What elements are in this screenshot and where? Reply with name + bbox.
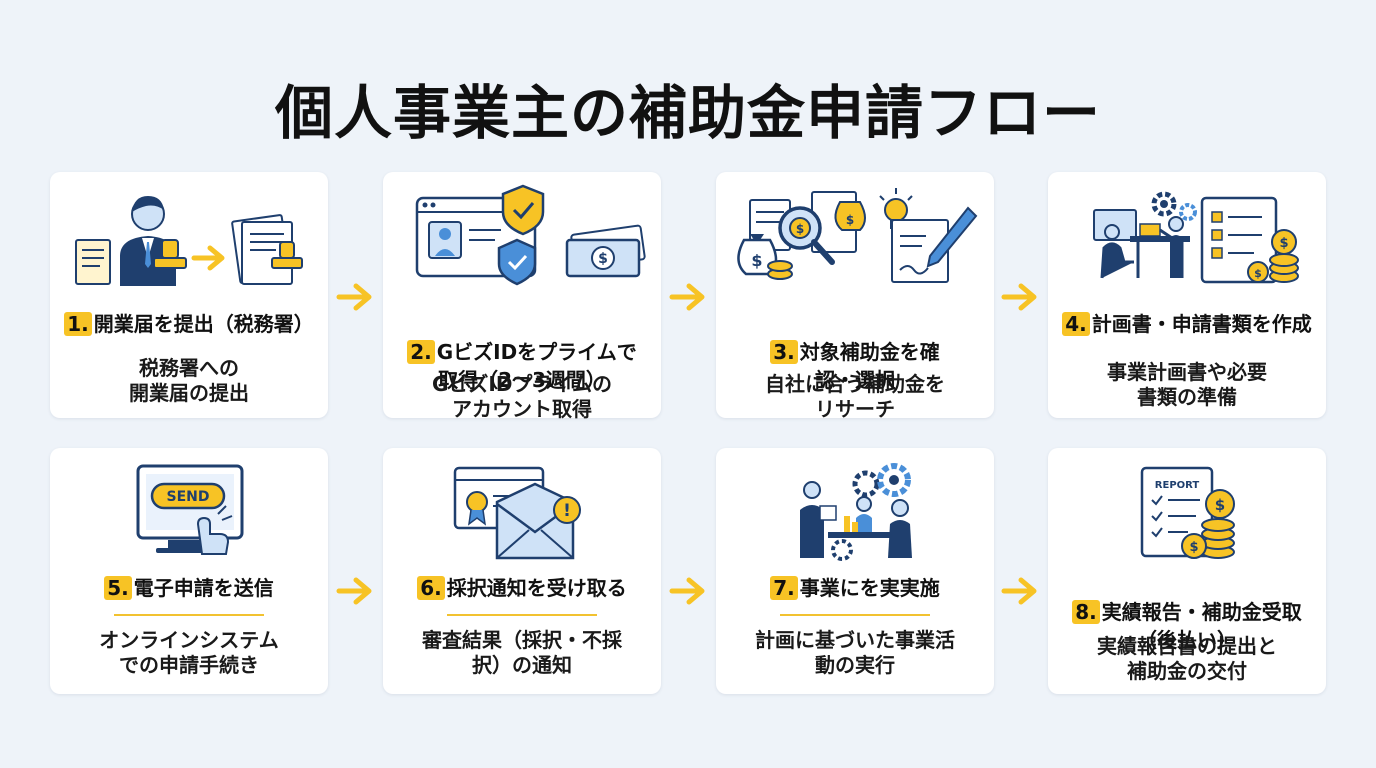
electronic-submission-illustration: SEND [136,464,244,555]
shield-check-icon [501,184,545,236]
stamp-icon [153,239,187,269]
step-number: 3. [770,340,798,364]
money-bag-icon: $ [834,201,866,231]
document-preparation-illustration: $ $ [1093,191,1299,284]
step-title: 事業にを実実施 [799,576,940,600]
step-number: 6. [417,576,445,600]
flow-arrow-icon [1001,577,1037,605]
flow-arrow-icon [336,283,372,311]
step-description: GビズIDプライムの アカウント取得 [431,372,613,421]
svg-text:!: ! [563,501,571,521]
step-number: 7. [770,576,798,600]
contract-pen-icon [891,206,978,283]
step-card-4: $ $ 4.計画書・申請書類を作成 事業計画書や必要 書類の準備 [1048,172,1326,418]
svg-text:$: $ [796,222,804,236]
gbiz-id-illustration: $ [415,184,646,286]
step-heading: 8.実績報告・補助金受取 （後払い） [1056,570,1318,654]
step-heading: 5.電子申請を送信 [58,574,320,602]
svg-text:$: $ [1215,496,1225,514]
step-card-1: 1.開業届を提出（税務署） 税務署への 開業届の提出 [50,172,328,418]
heading-underline [114,614,264,616]
coin-stack-icon: $ $ [1247,229,1299,283]
report-payment-illustration: REPORT $ $ [1140,466,1235,559]
approval-notice-illustration: ! [453,466,581,560]
svg-text:SEND: SEND [167,489,210,505]
step-number: 5. [104,576,132,600]
svg-text:REPORT: REPORT [1155,480,1200,491]
step-card-7: 7.事業にを実実施 計画に基づいた事業活 動の実行 [716,448,994,694]
flow-arrow-icon [669,577,705,605]
coin-stack-icon: $ $ [1181,489,1235,559]
gear-icon [1151,191,1197,221]
magnifier-icon: $ [778,206,835,265]
svg-text:$: $ [1279,236,1288,251]
step-title: GビズIDをプライムで 取得（2〜3週間） [436,340,637,392]
svg-text:$: $ [1254,267,1262,280]
step-card-3: $ $ $ 3.対象補 [716,172,994,421]
step-heading: 4.計画書・申請書類を作成 [1056,310,1318,338]
step-title: 電子申請を送信 [133,576,274,600]
subsidy-research-illustration: $ $ $ [737,188,978,283]
heading-underline [447,614,597,616]
step-heading: 7.事業にを実実施 [724,574,986,602]
step-description: 税務署への 開業届の提出 [129,356,249,405]
svg-text:$: $ [598,251,608,267]
svg-text:$: $ [751,251,762,270]
cash-icon: $ [565,224,646,278]
arrow-right-icon [191,245,225,271]
alert-icon: ! [553,496,581,524]
step-card-5: SEND 5.電子申請を送信 オンラインシステム での申請手続き [50,448,328,694]
step-heading: 3.対象補助金を確 認・選択 [724,310,986,394]
step-description: 事業計画書や必要 書類の準備 [1107,360,1267,409]
step-card-8: REPORT $ $ 8.実績報告・補助金受取 （後払い） 実績報告書の提出と … [1048,448,1326,694]
step-title: 対象補助金を確 認・選択 [799,340,940,392]
heading-underline [780,614,930,616]
flow-arrow-icon [336,577,372,605]
monitor-send-icon: SEND [136,464,244,553]
coin-stack-icon [767,260,793,280]
step-title: 採択通知を受け取る [446,576,627,600]
step-number: 4. [1062,312,1090,336]
step-heading: 2.GビズIDをプライムで 取得（2〜3週間） [391,310,653,394]
step-description: 計画に基づいた事業活 動の実行 [755,628,955,677]
step-card-2: $ 2.GビズIDをプライムで 取得（2〜3週間） GビズIDプライムの アカウ… [383,172,661,421]
money-bag-icon: $ [737,234,778,276]
step-description: 実績報告書の提出と 補助金の交付 [1097,634,1277,683]
team-meeting-icon [800,481,912,558]
shield-icon [497,238,537,286]
step-title: 開業届を提出（税務署） [93,312,314,336]
people-working-icon [1093,209,1190,279]
step-description: オンラインシステム での申請手続き [99,628,279,677]
flow-arrow-icon [669,283,705,311]
step-heading: 1.開業届を提出（税務署） [58,310,320,338]
page-title: 個人事業主の補助金申請フロー [274,79,1101,147]
step-title: 計画書・申請書類を作成 [1091,312,1312,336]
step-title: 実績報告・補助金受取 （後払い） [1101,600,1302,652]
step-description: 審査結果（採択・不採 択）の通知 [422,628,622,677]
svg-text:$: $ [1189,540,1198,555]
svg-text:$: $ [846,213,854,227]
gear-icon [831,463,911,561]
step-card-6: ! 6.採択通知を受け取る 審査結果（採択・不採 択）の通知 [383,448,661,694]
project-execution-illustration [800,463,912,561]
pointer-hand-icon [196,505,233,555]
flow-arrow-icon [1001,283,1037,311]
step-description: 自社に合う補助金を リサーチ [765,372,945,421]
step-number: 1. [64,312,92,336]
document-stack-icon [231,214,303,285]
step-number: 8. [1072,600,1100,624]
envelope-icon [495,482,575,560]
business-registration-illustration [75,196,303,286]
step-number: 2. [407,340,435,364]
step-heading: 6.採択通知を受け取る [391,574,653,602]
document-icon [75,239,111,285]
